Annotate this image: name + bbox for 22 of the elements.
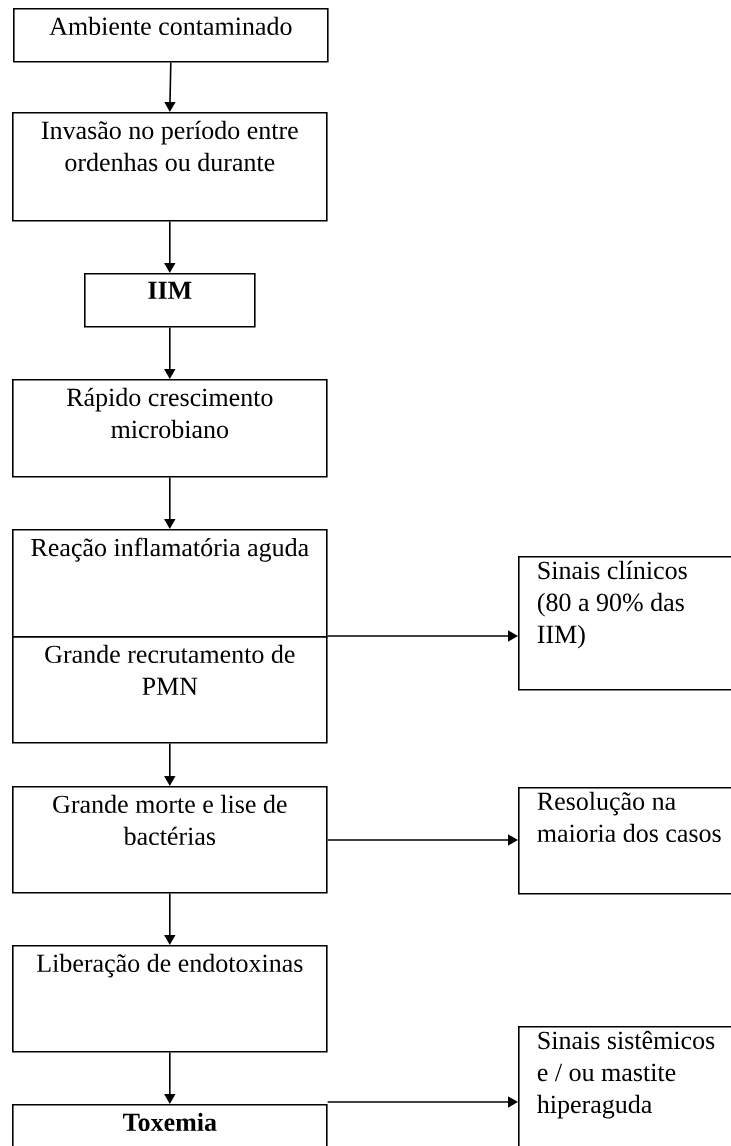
process-box: Grande recrutamento de PMN	[12, 636, 328, 744]
arrow	[164, 220, 176, 273]
process-box: Sinais clínicos (80 a 90% das IIM)	[518, 556, 731, 691]
process-box: Sinais sistêmicos e / ou mastite hiperaguda	[518, 1026, 731, 1146]
arrow	[164, 326, 176, 379]
process-box: IIM	[84, 273, 256, 328]
process-box: Rápido crescimento microbiano	[12, 379, 328, 478]
arrow	[164, 892, 176, 945]
arrow	[326, 1096, 518, 1108]
process-box: Liberação de endotoxinas	[12, 945, 328, 1053]
process-box: Invasão no período entre ordenhas ou durante	[12, 112, 328, 222]
arrow	[326, 834, 518, 846]
arrow	[164, 1051, 176, 1104]
process-box: Reação inflamatória aguda	[12, 529, 328, 638]
process-box: Toxemia	[12, 1104, 328, 1146]
process-box: Ambiente contaminado	[13, 8, 329, 63]
process-box: Grande morte e lise de bactérias	[12, 786, 328, 894]
arrow	[326, 630, 518, 642]
arrow	[164, 476, 176, 529]
arrow	[164, 61, 176, 112]
arrow	[164, 742, 176, 786]
process-box: Resolução na maioria dos casos	[518, 787, 731, 895]
